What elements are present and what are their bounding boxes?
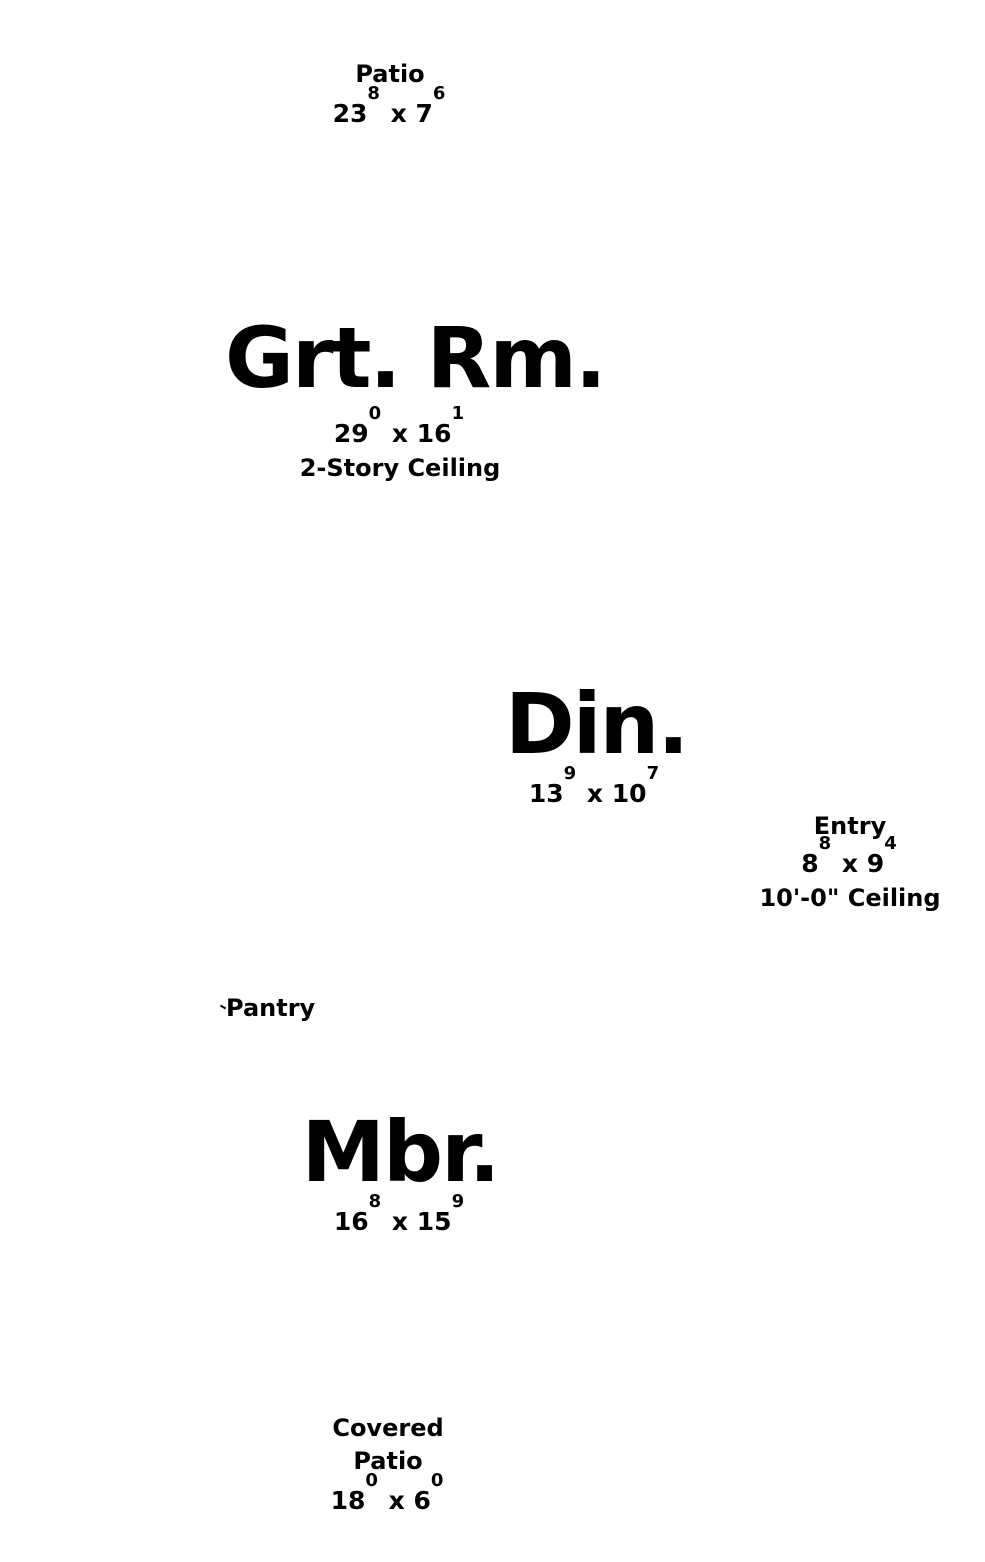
room-name-line-1: Covered (332, 1414, 444, 1442)
width-inches: 0 (365, 1470, 378, 1491)
depth-feet: 9 (866, 849, 885, 878)
width-feet: 23 (332, 99, 368, 128)
ceiling-note: 2-Story Ceiling (299, 454, 501, 482)
dimension-separator: x (391, 1207, 409, 1236)
room-dimensions: 139 x 107 (505, 765, 685, 808)
dimension-separator: x (391, 419, 409, 448)
room-dimensions: 168 x 159 (300, 1193, 500, 1236)
depth-feet: 15 (416, 1207, 452, 1236)
room-name: Entry (813, 812, 887, 840)
room-label-patio: Patio 238 x 76 (330, 60, 450, 128)
room-label-entry: Entry 88 x 94 10'-0" Ceiling (755, 812, 945, 912)
depth-inches: 9 (451, 1191, 465, 1212)
room-name: Din. (505, 675, 689, 773)
depth-inches: 7 (646, 763, 660, 784)
room-label-pantry: Pantry (219, 994, 330, 1022)
dimension-separator: x (841, 849, 859, 878)
room-name: Mbr. (301, 1103, 500, 1201)
depth-feet: 16 (416, 419, 452, 448)
room-label-great-room: Grt. Rm. 290 x 161 2-Story Ceiling (225, 309, 607, 482)
room-name: Pantry (226, 994, 316, 1022)
dimension-separator: x (390, 99, 407, 128)
room-label-dining: Din. 139 x 107 (505, 675, 689, 808)
width-feet: 16 (333, 1207, 369, 1236)
width-inches: 8 (818, 833, 832, 854)
ceiling-note: 10'-0" Ceiling (759, 884, 941, 912)
room-dimensions: 180 x 60 (318, 1472, 458, 1515)
depth-inches: 4 (884, 833, 897, 854)
width-feet: 13 (528, 779, 564, 808)
depth-feet: 10 (611, 779, 647, 808)
room-name: Patio (355, 60, 425, 88)
room-label-covered-patio: Covered Patio 180 x 60 (318, 1414, 458, 1515)
width-inches: 8 (367, 83, 380, 104)
depth-inches: 6 (432, 83, 446, 104)
width-feet: 8 (801, 849, 819, 878)
depth-inches: 0 (430, 1470, 444, 1491)
width-inches: 9 (563, 763, 577, 784)
dimension-separator: x (586, 779, 604, 808)
width-feet: 29 (333, 419, 369, 448)
room-dimensions: 238 x 76 (330, 85, 450, 128)
room-dimensions: 88 x 94 (755, 835, 945, 878)
depth-feet: 7 (415, 99, 433, 128)
dimension-separator: x (388, 1486, 405, 1515)
room-dimensions: 290 x 161 (225, 405, 575, 448)
depth-inches: 1 (451, 403, 465, 424)
room-name: Grt. Rm. (225, 309, 607, 407)
room-label-master-bedroom: Mbr. 168 x 159 (300, 1110, 500, 1236)
depth-feet: 6 (413, 1486, 431, 1515)
width-feet: 18 (330, 1486, 366, 1515)
room-name-line-2: Patio (353, 1447, 423, 1475)
width-inches: 0 (368, 403, 382, 424)
width-inches: 8 (368, 1191, 382, 1212)
